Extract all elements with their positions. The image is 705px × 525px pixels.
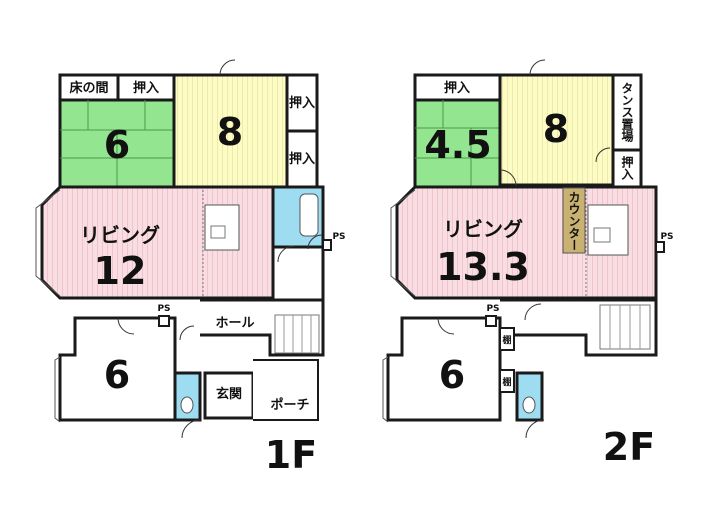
- floor-2f: 押入 4.5 8 タンス置場 押入 カウンター リビング 13.3 PS PS …: [382, 59, 674, 469]
- oshiire-right2-room: [285, 129, 319, 189]
- toilet-2f: [515, 371, 544, 422]
- tatami-lines-2f: [415, 100, 500, 187]
- label-ps-lower: PS: [157, 304, 170, 314]
- stairs-1f: [274, 314, 320, 354]
- tatami-lines: [60, 100, 174, 187]
- label-ps-right: PS: [332, 232, 345, 242]
- label-living-size: 12: [94, 249, 147, 293]
- label-tokonoma: 床の間: [69, 80, 108, 96]
- label-genkan: 玄関: [216, 386, 242, 402]
- label-tatami-size-2f: 4.5: [424, 123, 491, 167]
- shelf1-area: [499, 327, 515, 351]
- label-oshiire-top: 押入: [133, 80, 159, 96]
- ps-box-lower-1f: [158, 315, 170, 327]
- kitchen-counter-1f: [204, 204, 240, 251]
- label-tatami-size: 6: [104, 123, 130, 167]
- label-oshiire-right2: 押入: [289, 151, 315, 167]
- stairs-2f: [599, 304, 651, 350]
- label-living-size-2f: 13.3: [436, 245, 530, 289]
- lower-room-1f: [58, 316, 177, 422]
- label-living-name-2f: リビング: [443, 217, 523, 241]
- label-counter: カウンター: [567, 191, 581, 251]
- label-shelf1: 棚: [502, 334, 511, 346]
- shelf2-area: [499, 369, 515, 393]
- label-tansu: タンス置場: [620, 82, 634, 143]
- floor-label-2f: 2F: [603, 425, 655, 469]
- counter-bar: [562, 187, 586, 254]
- label-porch: ポーチ: [270, 397, 309, 413]
- label-western-size-2f: 8: [543, 107, 569, 151]
- label-ps-right-2f: PS: [660, 232, 673, 242]
- floor-1f: 床の間 押入 6 8 押入 押入 リビング 12 PS PS ホール 6 玄関 …: [35, 59, 346, 477]
- label-lower-room-size: 6: [104, 353, 130, 397]
- floor-label-1f: 1F: [265, 433, 317, 477]
- label-hall: ホール: [215, 316, 254, 331]
- label-western-size: 8: [217, 110, 243, 154]
- oshiire-right-room-2f: [611, 148, 643, 189]
- bay-window-1f: [35, 189, 61, 297]
- ps-box-right-1f: [322, 239, 332, 251]
- porch-area: [253, 359, 319, 421]
- label-ps-lower-2f: PS: [486, 304, 499, 314]
- label-lower-room-size-2f: 6: [439, 353, 465, 397]
- oshiire-top-room-2f: [413, 73, 502, 102]
- washroom-1f: [271, 245, 325, 302]
- ps-box-lower-2f: [485, 315, 497, 327]
- label-oshiire-top-2f: 押入: [444, 80, 470, 96]
- ps-box-right-2f: [655, 241, 665, 253]
- kitchen-counter-2f: [587, 204, 629, 256]
- label-shelf2: 棚: [502, 376, 511, 388]
- label-oshiire-right-2f: 押入: [620, 155, 634, 181]
- label-oshiire-right1: 押入: [289, 95, 315, 111]
- label-living-name: リビング: [80, 223, 160, 247]
